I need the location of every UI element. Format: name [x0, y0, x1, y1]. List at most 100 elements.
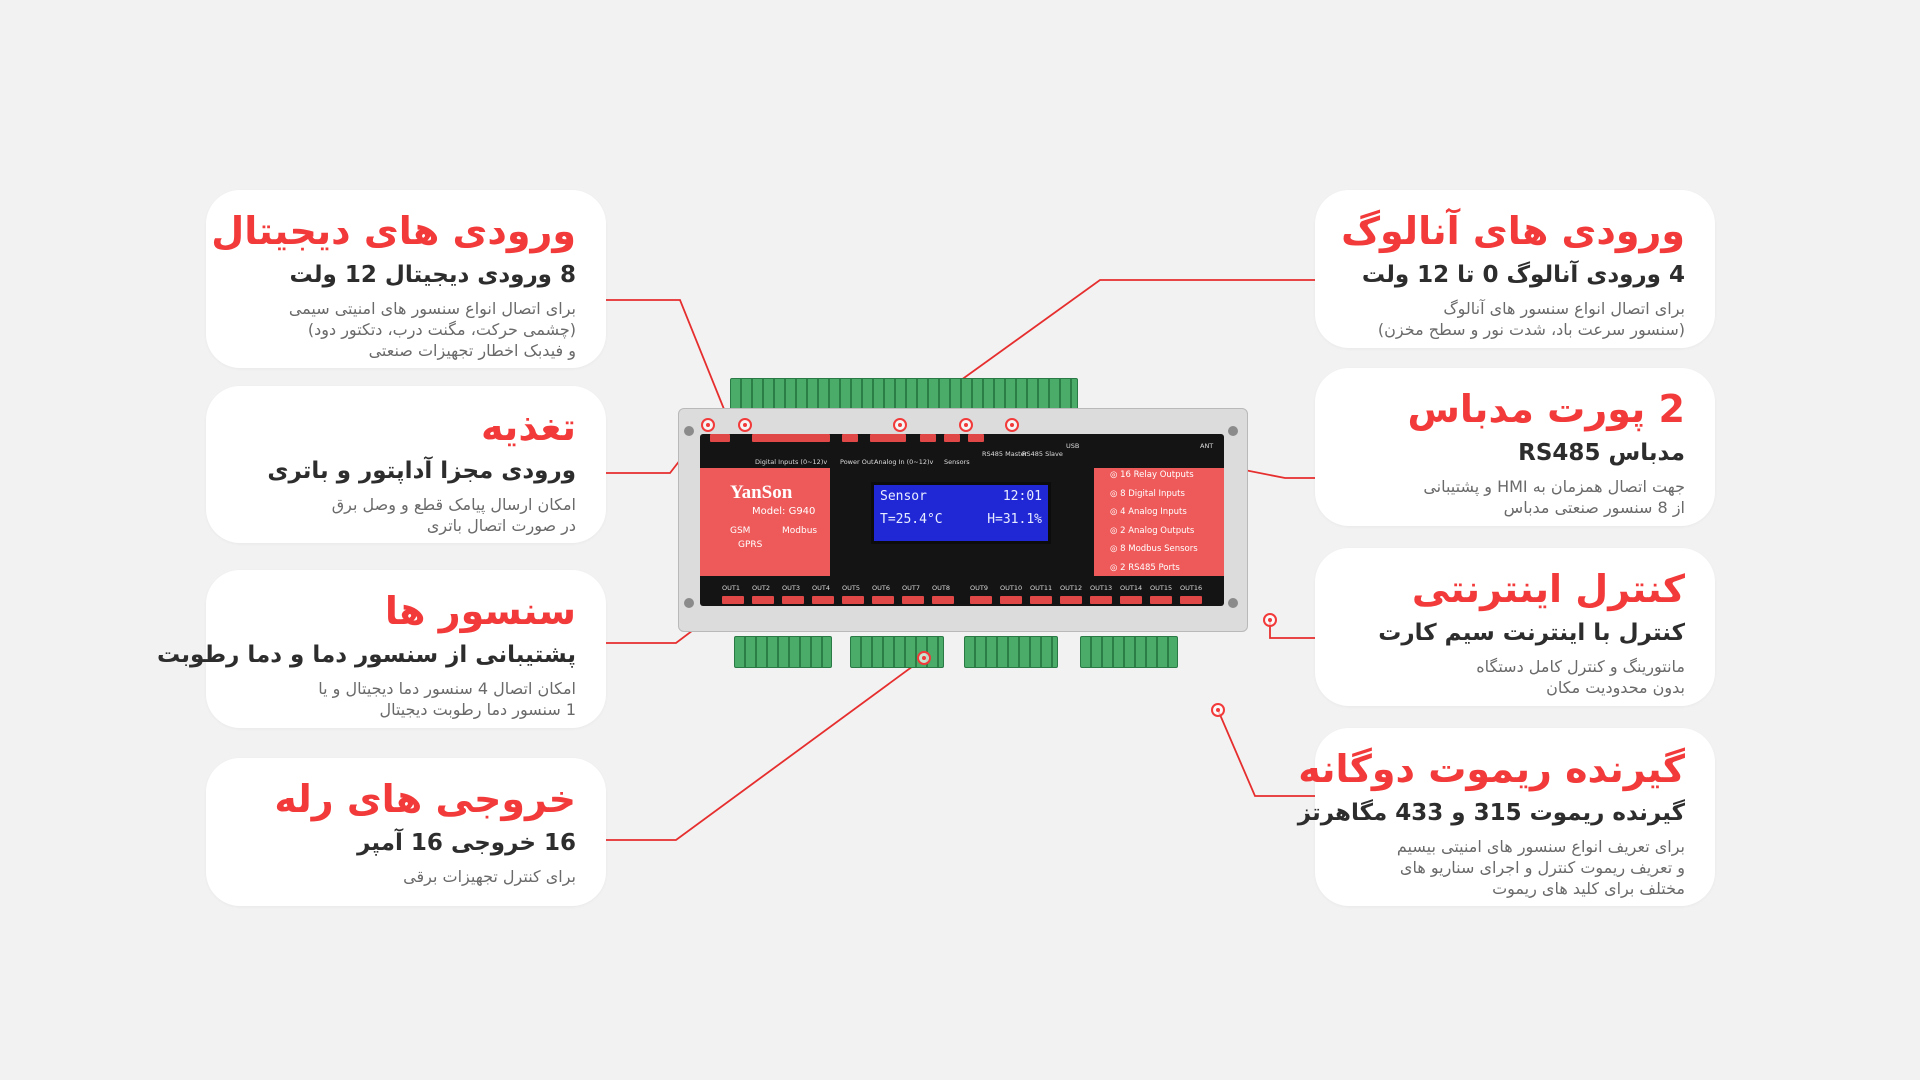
relay-out-label: OUT10: [1000, 584, 1023, 592]
relay-terminal: [1090, 596, 1112, 604]
relay-out-label: OUT16: [1180, 584, 1203, 592]
card-internet-control: کنترل اینترنتی کنترل با اینترنت سیم کارت…: [1315, 548, 1715, 706]
relay-terminal: [752, 596, 774, 604]
marker-power: [701, 418, 715, 432]
bottom-terminal-block-2: [850, 636, 944, 668]
desc-line: امکان ارسال پیامک قطع و وصل برق: [331, 495, 576, 514]
label-power-out: Power Out: [840, 458, 874, 466]
bottom-terminal-block-3: [964, 636, 1058, 668]
marker-digital: [738, 418, 752, 432]
relay-out-label: OUT15: [1150, 584, 1173, 592]
lcd-line2-right: H=31.1%: [987, 512, 1042, 527]
desc-line: برای اتصال انواع سنسور های آنالوگ: [1443, 299, 1685, 318]
feature-item: 16 Relay Outputs: [1110, 466, 1198, 485]
relay-out-label: OUT11: [1030, 584, 1053, 592]
connector-strip: [920, 434, 936, 442]
bottom-terminal-block-4: [1080, 636, 1178, 668]
relay-terminal: [902, 596, 924, 604]
desc-line: مختلف برای کلید های ریموت: [1492, 879, 1685, 898]
card-subtitle: گیرنده ریموت 315 و 433 مگاهرتز: [1297, 800, 1685, 826]
relay-terminal: [722, 596, 744, 604]
card-title: تغذیه: [481, 405, 576, 449]
desc-line: جهت اتصال همزمان به HMI و پشتیبانی: [1423, 477, 1685, 496]
modbus-badge: Modbus: [782, 526, 818, 536]
leader-remote: [1217, 709, 1315, 797]
desc-line: برای اتصال انواع سنسور های امنیتی سیمی: [288, 299, 576, 318]
label-analog-in: Analog In (0~12)v: [874, 458, 934, 466]
relay-out-label: OUT6: [872, 584, 890, 592]
relay-terminal: [970, 596, 992, 604]
card-relay-outputs: خروجی های رله 16 خروجی 16 آمپر برای کنتر…: [206, 758, 606, 906]
feature-item: 4 Analog Inputs: [1110, 503, 1198, 522]
bottom-terminal-block-1: [734, 636, 832, 668]
gprs-badge: GPRS: [738, 540, 763, 550]
relay-out-label: OUT8: [932, 584, 950, 592]
marker-remote: [1211, 703, 1225, 717]
top-terminal-block: [730, 378, 1078, 410]
mount-hole-br: [1228, 598, 1238, 608]
mount-hole-tr: [1228, 426, 1238, 436]
card-digital-inputs: ورودی های دیجیتال 8 ورودی دیجیتال 12 ولت…: [206, 190, 606, 368]
card-title: گیرنده ریموت دوگانه: [1298, 747, 1685, 791]
device-face: Digital Inputs (0~12)v Power Out Analog …: [700, 434, 1224, 606]
desc-line: برای تعریف انواع سنسور های امنیتی بیسیم: [1396, 837, 1685, 856]
label-ant: ANT: [1200, 442, 1214, 450]
relay-terminal: [1000, 596, 1022, 604]
card-title: 2 پورت مدباس: [1407, 387, 1685, 431]
relay-terminal: [1180, 596, 1202, 604]
relay-out-label: OUT3: [782, 584, 800, 592]
lcd-line1-left: Sensor: [880, 489, 927, 504]
label-usb: USB: [1066, 442, 1080, 450]
marker-relay: [917, 651, 931, 665]
card-sensors: سنسور ها پشتیبانی از سنسور دما و دما رطو…: [157, 570, 606, 728]
desc-line: برای کنترل تجهیزات برقی: [403, 867, 576, 886]
card-description: امکان اتصال 4 سنسور دما دیجیتال و یا 1 س…: [236, 678, 576, 720]
card-title: خروجی های رله: [274, 777, 576, 821]
card-modbus: 2 پورت مدباس مدباس RS485 جهت اتصال همزما…: [1315, 368, 1715, 526]
feature-item: 8 Modbus Sensors: [1110, 540, 1198, 559]
desc-line: و فیدبک اخطار تجهیزات صنعتی: [368, 341, 576, 360]
relay-out-label: OUT14: [1120, 584, 1143, 592]
relay-out-label: OUT7: [902, 584, 920, 592]
card-subtitle: کنترل با اینترنت سیم کارت: [1378, 620, 1685, 646]
connector-strip: [752, 434, 830, 442]
feature-item: 2 RS485 Ports: [1110, 559, 1198, 578]
relay-out-label: OUT2: [752, 584, 770, 592]
card-subtitle: 16 خروجی 16 آمپر: [357, 830, 576, 856]
card-analog-inputs: ورودی های آنالوگ 4 ورودی آنالوگ 0 تا 12 …: [1315, 190, 1715, 348]
leader-analog: [899, 279, 1315, 425]
relay-terminal: [932, 596, 954, 604]
label-rs485-master: RS485 Master: [982, 450, 1028, 458]
connector-strip: [944, 434, 960, 442]
relay-out-label: OUT9: [970, 584, 988, 592]
card-title: ورودی های دیجیتال: [211, 209, 576, 253]
feature-item: 8 Digital Inputs: [1110, 485, 1198, 504]
relay-terminal: [1150, 596, 1172, 604]
desc-line: در صورت اتصال باتری: [426, 516, 576, 535]
relay-out-label: OUT1: [722, 584, 740, 592]
card-subtitle: مدباس RS485: [1518, 440, 1685, 466]
marker-analog: [893, 418, 907, 432]
mount-hole-bl: [684, 598, 694, 608]
connector-strip: [870, 434, 906, 442]
leader-digital: [606, 299, 731, 425]
relay-terminal: [1060, 596, 1082, 604]
card-power: تغذیه ورودی مجزا آداپتور و باتری امکان ا…: [206, 386, 606, 543]
relay-terminal: [1120, 596, 1142, 604]
brand-logo: YanSon: [730, 482, 793, 503]
card-title: ورودی های آنالوگ: [1341, 209, 1685, 253]
card-description: برای اتصال انواع سنسور های امنیتی سیمی (…: [236, 298, 576, 361]
relay-terminal: [782, 596, 804, 604]
card-subtitle: پشتیبانی از سنسور دما و دما رطوبت: [157, 642, 576, 668]
relay-terminal: [872, 596, 894, 604]
card-subtitle: 8 ورودی دیجیتال 12 ولت: [289, 262, 576, 288]
card-description: امکان ارسال پیامک قطع و وصل برق در صورت …: [236, 494, 576, 536]
card-description: برای کنترل تجهیزات برقی: [236, 866, 576, 887]
relay-out-label: OUT13: [1090, 584, 1113, 592]
marker-modbus: [1005, 418, 1019, 432]
desc-line: مانتورینگ و کنترل کامل دستگاه: [1476, 657, 1685, 676]
card-description: مانتورینگ و کنترل کامل دستگاه بدون محدود…: [1345, 656, 1685, 698]
card-description: برای تعریف انواع سنسور های امنیتی بیسیم …: [1345, 836, 1685, 899]
card-subtitle: ورودی مجزا آداپتور و باتری: [267, 458, 576, 484]
